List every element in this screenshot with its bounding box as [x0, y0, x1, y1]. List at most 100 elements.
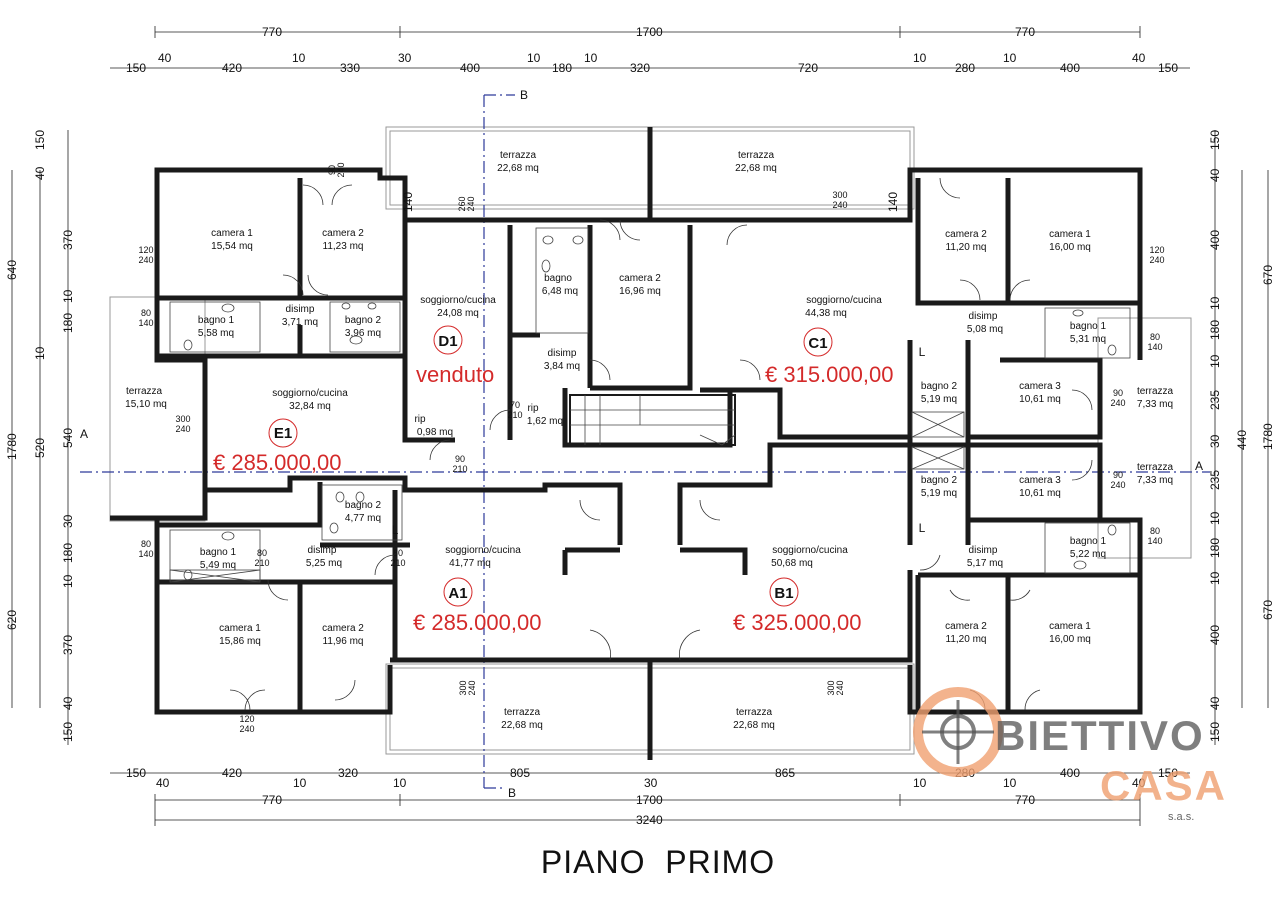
svg-text:41,77 mq: 41,77 mq [449, 558, 491, 569]
svg-text:11,96 mq: 11,96 mq [323, 636, 364, 647]
svg-text:50,68 mq: 50,68 mq [771, 558, 813, 569]
svg-text:6,48 mq: 6,48 mq [542, 286, 578, 297]
section-b-bottom: B [508, 786, 516, 800]
svg-text:4,77 mq: 4,77 mq [345, 513, 381, 524]
dim-top-d6: 400 [460, 61, 480, 75]
room-a1-bagno2: bagno 24,77 mq [345, 500, 382, 524]
dim-top-d7: 10 [527, 51, 541, 65]
opening-annotations: 90 240 120 240 80 140 300 240 260 240 70… [138, 162, 1164, 734]
dim-right-m1: 440 [1235, 430, 1249, 450]
dim-right-i1: 40 [1208, 168, 1222, 182]
opening-h: 210 [507, 410, 522, 420]
dim-bot-overall-2: 1700 [636, 793, 663, 807]
svg-text:soggiorno/cucina: soggiorno/cucina [445, 545, 521, 556]
dim-right-i12: 150 [1208, 722, 1222, 742]
room-b1-bagno1: bagno 15,22 mq [1070, 536, 1107, 560]
svg-text:B1: B1 [774, 585, 793, 602]
opening-h: 240 [1149, 255, 1164, 265]
svg-text:E1: E1 [274, 425, 292, 442]
svg-text:5,49 mq: 5,49 mq [200, 560, 236, 571]
svg-text:disimp: disimp [548, 348, 577, 359]
svg-text:3,96 mq: 3,96 mq [345, 328, 381, 339]
svg-text:camera 2: camera 2 [945, 621, 987, 632]
svg-text:bagno 1: bagno 1 [1070, 536, 1107, 547]
room-c1-bagno2: bagno 25,19 mq [921, 381, 958, 405]
svg-text:15,54 mq: 15,54 mq [211, 241, 253, 252]
svg-text:16,00 mq: 16,00 mq [1049, 242, 1091, 253]
lift-label: L [919, 521, 926, 535]
svg-text:terrazza: terrazza [500, 150, 537, 161]
opening-w: 80 [141, 308, 151, 318]
svg-text:terrazza: terrazza [126, 386, 163, 397]
unit-a1: A1 € 285.000,00 [413, 577, 541, 635]
svg-text:C1: C1 [808, 335, 827, 352]
svg-text:rip: rip [527, 403, 539, 414]
svg-text:24,08 mq: 24,08 mq [437, 308, 479, 319]
svg-text:44,38 mq: 44,38 mq [805, 308, 847, 319]
svg-text:disimp: disimp [969, 545, 998, 556]
svg-text:soggiorno/cucina: soggiorno/cucina [272, 388, 348, 399]
room-b1-camera1: camera 116,00 mq [1049, 621, 1091, 645]
price-a1: € 285.000,00 [413, 610, 541, 635]
svg-text:terrazza: terrazza [504, 707, 541, 718]
opening-h: 240 [1110, 398, 1125, 408]
unit-d1: D1 venduto [416, 325, 494, 387]
dim-left-i3: 10 [61, 289, 75, 303]
bathroom-fixtures [169, 227, 1131, 583]
svg-text:terrazza: terrazza [736, 707, 773, 718]
opening-w: 260 [457, 196, 467, 211]
dim-right-i11: 40 [1208, 696, 1222, 710]
dim-top-d5: 30 [398, 51, 412, 65]
svg-text:22,68 mq: 22,68 mq [735, 163, 777, 174]
section-a-right: A [1195, 459, 1203, 473]
svg-text:bagno 1: bagno 1 [200, 547, 237, 558]
svg-text:camera 1: camera 1 [1049, 229, 1091, 240]
dim-right-i6: 30 [1208, 434, 1222, 448]
opening-w: 70 [510, 400, 520, 410]
room-b1-bagno2: bagno 2 5,19 mq [921, 475, 958, 499]
price-b1: € 325.000,00 [733, 610, 861, 635]
dim-top-d13: 280 [955, 61, 975, 75]
dim-right-i3: 10 [1208, 296, 1222, 310]
top-dimensions: 770 1700 770 150 40 420 10 330 30 400 10… [110, 25, 1190, 75]
dim-top-d12: 10 [913, 51, 927, 65]
dim-right-i7: 10 [1208, 511, 1222, 525]
dim-bot-d3: 10 [293, 776, 307, 790]
svg-text:11,23 mq: 11,23 mq [323, 241, 364, 252]
svg-text:soggiorno/cucina: soggiorno/cucina [420, 295, 496, 306]
logo-line1: BIETTIVO [995, 712, 1205, 759]
opening-w: 300 [175, 414, 190, 424]
svg-text:5,19 mq: 5,19 mq [921, 488, 957, 499]
room-e1-bagno2: bagno 23,96 mq [345, 315, 382, 339]
opening-h: 140 [138, 549, 153, 559]
svg-text:0,98 mq: 0,98 mq [417, 427, 453, 438]
svg-text:bagno 2: bagno 2 [921, 475, 958, 486]
opening-h: 210 [254, 558, 269, 568]
dim-top-d3: 10 [292, 51, 306, 65]
svg-text:camera 3: camera 3 [1019, 475, 1061, 486]
opening-w: 90 [1113, 388, 1123, 398]
dim-top-d15: 400 [1060, 61, 1080, 75]
svg-text:disimp: disimp [286, 304, 315, 315]
room-labels: camera 1 15,54 mq camera 2 11,23 mq disimp… [125, 150, 1173, 731]
svg-text:5,19 mq: 5,19 mq [921, 394, 957, 405]
opening-w: 300 [832, 190, 847, 200]
svg-text:terrazza: terrazza [1137, 386, 1174, 397]
opening-h: 240 [336, 162, 346, 177]
dim-right-i8: 180 [1208, 538, 1222, 558]
dim-bot-d1: 40 [156, 776, 170, 790]
room-c1-camera1: camera 1 16,00 mq [1049, 229, 1091, 253]
room-a1-camera2: camera 211,96 mq [322, 623, 364, 647]
price-e1: € 285.000,00 [213, 450, 341, 475]
dim-bot-d14: 150 [1158, 766, 1178, 780]
dim-right-i0: 150 [1208, 130, 1222, 150]
svg-text:15,10 mq: 15,10 mq [125, 399, 167, 410]
